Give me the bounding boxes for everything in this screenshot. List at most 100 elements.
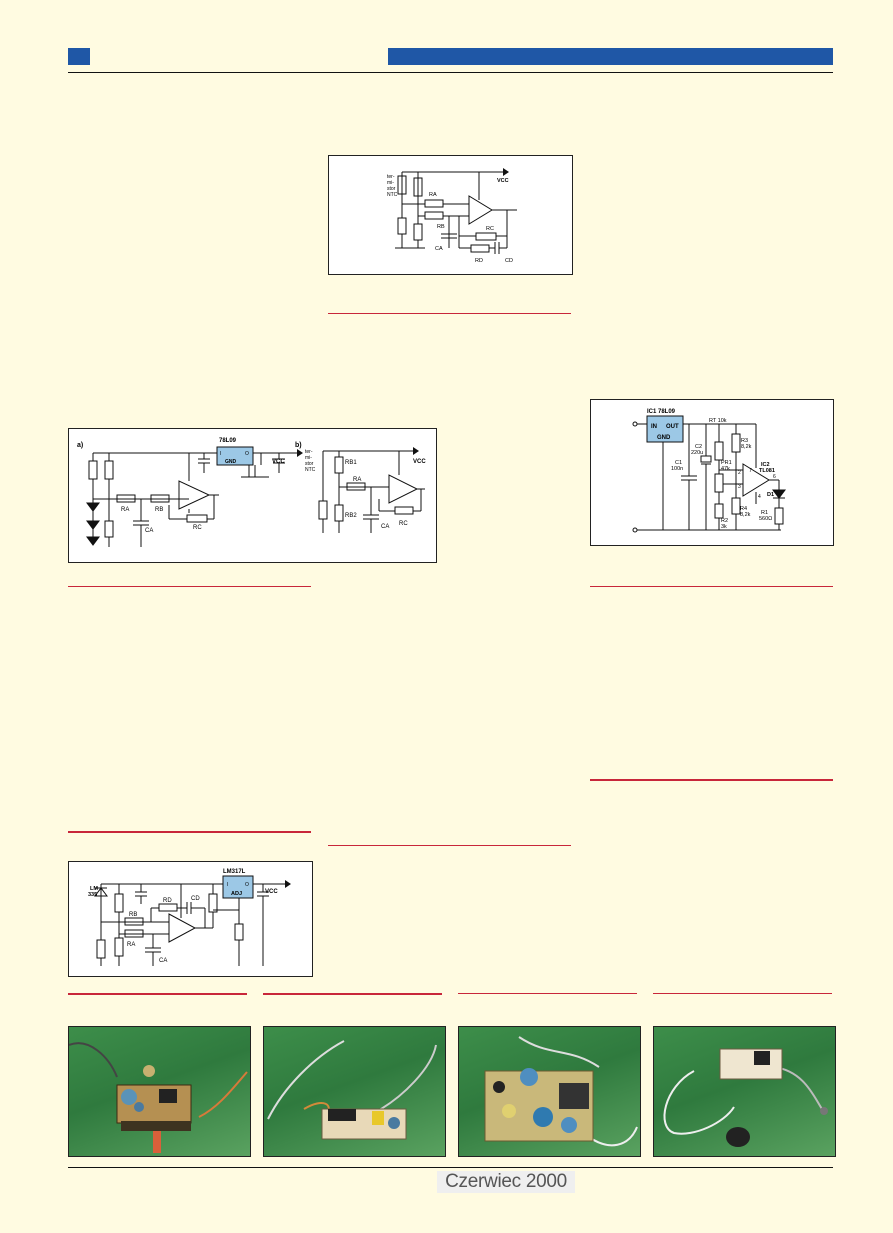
figure-thermistor-circuit: ter- mi- stor NTC VCC RA RB RC CA RD CD [328,155,573,275]
svg-text:ter-: ter- [305,449,313,455]
schematic-lm335: LM 335 LM317L I O ADJ VCC RB RA RD CD CA [88,869,291,966]
svg-text:C2: C2 [695,444,702,450]
svg-text:2: 2 [738,470,741,476]
svg-text:stor: stor [387,186,396,192]
caption-rule [653,993,832,994]
svg-text:3: 3 [738,484,741,490]
figure-lm335-circuit: LM 335 LM317L I O ADJ VCC RB RA RD CD CA [68,861,313,977]
svg-text:RA: RA [429,192,437,198]
svg-text:6: 6 [773,474,776,480]
footer-issue-date: Czerwiec 2000 [437,1171,575,1193]
schematic-thermistor: ter- mi- stor NTC VCC RA RB RC CA RD CD [387,168,517,264]
pcb-photo-2 [267,1040,437,1140]
caption-rule [68,831,311,833]
svg-text:LM: LM [90,886,98,892]
pcb-photo-4 [663,1048,828,1147]
svg-text:RB: RB [155,507,163,513]
svg-text:NTC: NTC [387,192,398,198]
svg-text:78L09: 78L09 [219,438,237,444]
svg-text:7: 7 [749,468,752,474]
section-tab-right [388,48,833,65]
svg-text:8,2k: 8,2k [741,444,752,450]
svg-text:CA: CA [381,524,389,530]
svg-text:RA: RA [121,507,129,513]
svg-text:VCC: VCC [497,178,509,184]
section-tab-left [68,48,90,65]
svg-text:R4: R4 [740,506,747,512]
svg-text:RD: RD [163,898,172,904]
svg-text:4: 4 [758,494,761,500]
svg-text:mi-: mi- [305,455,312,461]
svg-text:mi-: mi- [387,180,394,186]
svg-text:CA: CA [145,528,153,534]
svg-text:CD: CD [191,896,200,902]
svg-text:RB1: RB1 [345,460,357,466]
svg-text:a): a) [77,442,83,449]
caption-rule [68,586,311,587]
svg-text:GND: GND [225,459,237,465]
svg-text:R1: R1 [761,510,768,516]
svg-text:CA: CA [159,958,167,964]
svg-text:RC: RC [193,525,202,531]
svg-text:47k: 47k [721,466,730,472]
svg-text:VCC: VCC [265,889,278,895]
caption-rule [263,993,442,995]
caption-rule [328,845,571,846]
svg-text:C1: C1 [675,460,682,466]
svg-text:OUT: OUT [666,424,679,430]
svg-text:LM317L: LM317L [223,869,246,875]
caption-rule [590,586,833,587]
photo-module-3 [458,1026,641,1157]
caption-rule [590,779,833,781]
figure-tl081-circuit: IC1 78L09 IN OUT GND RT 10k R3 8,2k C2 2… [590,399,834,546]
caption-rule [68,993,247,995]
svg-text:IC2: IC2 [761,462,770,468]
svg-text:stor: stor [305,461,314,467]
schematic-tl081: IC1 78L09 IN OUT GND RT 10k R3 8,2k C2 2… [632,409,786,533]
svg-text:O: O [245,882,249,888]
svg-text:D1: D1 [767,492,774,498]
schematic-ab: a) [77,438,426,547]
svg-text:ter-: ter- [387,174,395,180]
footer-rule [68,1167,833,1168]
svg-text:IN: IN [651,424,657,430]
svg-text:ADJ: ADJ [231,891,242,897]
svg-text:I: I [220,451,221,457]
svg-text:RC: RC [486,226,494,232]
photo-module-4 [653,1026,836,1157]
svg-text:CA: CA [435,246,443,252]
svg-text:GND: GND [657,435,671,441]
svg-text:8,2k: 8,2k [740,512,751,518]
svg-text:RB: RB [129,912,137,918]
svg-text:RB: RB [437,224,445,230]
svg-text:PR1: PR1 [721,460,732,466]
svg-text:3k: 3k [721,524,727,530]
svg-text:RB2: RB2 [345,513,357,519]
svg-text:b): b) [295,442,302,449]
svg-text:560Ω: 560Ω [759,516,772,522]
svg-text:CD: CD [505,258,513,264]
photo-module-1 [68,1026,251,1157]
svg-text:VCC: VCC [413,459,426,465]
svg-text:O: O [245,451,249,457]
svg-text:R2: R2 [721,518,728,524]
svg-text:IC1 78L09: IC1 78L09 [647,409,676,415]
svg-text:RD: RD [475,258,483,264]
svg-text:NTC: NTC [305,467,316,473]
header-rule [68,72,833,73]
caption-rule [458,993,637,994]
pcb-photo-1 [69,1042,248,1153]
svg-text:RA: RA [353,477,361,483]
svg-text:RC: RC [399,521,408,527]
svg-text:R3: R3 [741,438,748,444]
pcb-photo-3 [484,1036,638,1147]
figure-ab-circuits: a) [68,428,437,563]
svg-text:335: 335 [88,892,97,898]
svg-text:100n: 100n [671,466,683,472]
caption-rule [328,313,571,314]
svg-text:I: I [227,882,228,888]
photo-module-2 [263,1026,446,1157]
svg-text:TL081: TL081 [759,468,775,474]
svg-text:RA: RA [127,942,135,948]
svg-text:RT 10k: RT 10k [709,418,727,424]
